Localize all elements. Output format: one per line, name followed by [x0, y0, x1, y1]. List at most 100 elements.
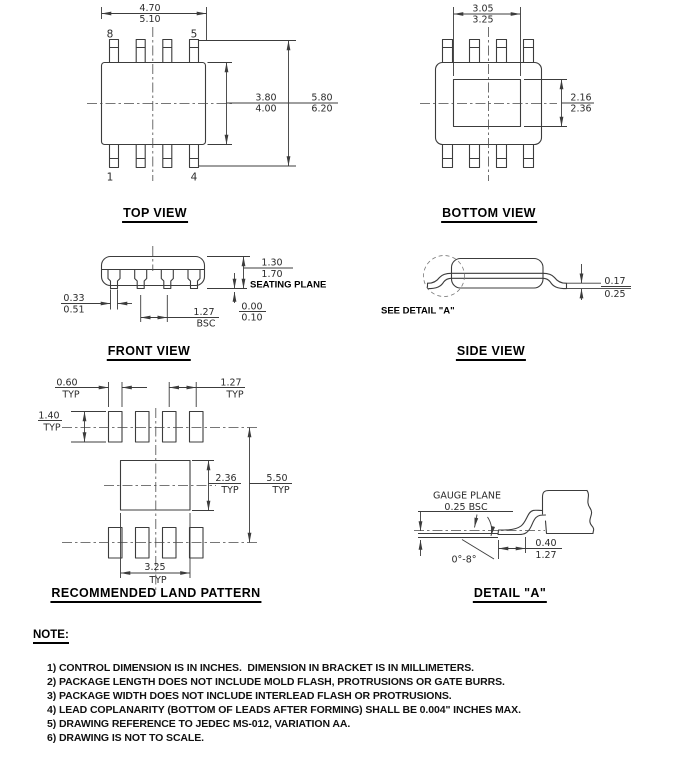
dim-height-max: 1.70	[261, 269, 282, 280]
dim-top-width-min: 4.70	[139, 3, 160, 14]
bottom-view-thermal-pad	[452, 78, 522, 128]
detail-a-seating-lines	[418, 533, 498, 538]
dim-detail-gauge-offset: GAUGE PLANE 0.25 BSC	[418, 491, 501, 556]
dim-top-body-max: 4.00	[255, 104, 276, 115]
typ-label-1: TYP	[61, 390, 80, 401]
dim-thickness-max: 0.25	[604, 289, 625, 300]
seating-plane-label: SEATING PLANE	[250, 280, 326, 291]
land-pattern-top-pads	[107, 410, 204, 443]
note-line: 1) CONTROL DIMENSION IS IN INCHES. DIMEN…	[47, 662, 474, 674]
typ-label-2: TYP	[225, 390, 244, 401]
front-view-title: FRONT VIEW	[106, 344, 192, 361]
top-view-drawing: 4.70 5.10 3.80 4.00 5.80 6.20 8 5 1 4	[87, 3, 338, 184]
dim-front-pitch: 1.27 BSC	[140, 295, 219, 330]
dim-height-min: 1.30	[261, 258, 282, 269]
dim-row-span: 5.50	[266, 473, 287, 484]
dim-detail-foot-length: 0.40 1.27	[498, 537, 562, 561]
typ-label-6: TYP	[148, 575, 167, 586]
dim-land-pad-width: 0.60 TYP	[55, 378, 147, 407]
land-pattern-centerlines	[62, 408, 257, 593]
gauge-plane-offset: 0.25 BSC	[444, 502, 488, 513]
top-view-centerlines	[87, 27, 232, 181]
dim-thickness-min: 0.17	[604, 276, 625, 287]
dim-top-width-max: 5.10	[139, 14, 160, 25]
front-view-body	[100, 255, 206, 287]
top-view-pins-lower	[108, 143, 200, 169]
pin-label-1: 1	[107, 172, 114, 184]
dim-land-pitch: 1.27 TYP	[168, 378, 245, 407]
notes-list: 1) CONTROL DIMENSION IS IN INCHES. DIMEN…	[47, 661, 521, 745]
bottom-view-pins-lower	[441, 143, 535, 169]
land-pattern-drawing: 0.60 TYP 1.27 TYP 1.40 TYP 2.36 TYP 5.50…	[38, 378, 292, 593]
top-view-title: TOP VIEW	[122, 206, 188, 223]
note-line: 4) LEAD COPLANARITY (BOTTOM OF LEADS AFT…	[47, 704, 521, 716]
dim-standoff-max: 0.10	[241, 313, 262, 324]
dim-land-center-pad-height: 2.36 TYP	[192, 460, 241, 511]
dim-foot-min: 0.40	[535, 538, 556, 549]
dim-center-pad-height: 2.36	[215, 473, 236, 484]
top-view-body	[100, 61, 207, 146]
dim-center-pad-width: 3.25	[144, 562, 165, 573]
bottom-view-title: BOTTOM VIEW	[441, 206, 537, 223]
dim-pad-height-min: 2.16	[570, 93, 591, 104]
typ-label-3: TYP	[42, 423, 61, 434]
bottom-view-pins-upper	[441, 38, 535, 64]
dim-foot-max: 1.27	[535, 550, 556, 561]
dim-pad-width-max: 3.25	[472, 15, 493, 26]
typ-label-4: TYP	[220, 485, 239, 496]
note-line: 3) PACKAGE WIDTH DOES NOT INCLUDE INTERL…	[47, 690, 452, 702]
dim-lead-width-min: 0.33	[63, 293, 84, 304]
bottom-view-centerlines	[420, 27, 557, 181]
dim-top-span-min: 5.80	[311, 93, 332, 104]
dim-top-body-min: 3.80	[255, 93, 276, 104]
land-pattern-title: RECOMMENDED LAND PATTERN	[50, 586, 262, 603]
dim-land-row-span: 5.50 TYP	[247, 427, 292, 543]
dim-land-pad-height: 1.40	[38, 411, 59, 422]
detail-a-body	[541, 489, 595, 535]
note-line: 5) DRAWING REFERENCE TO JEDEC MS-012, VA…	[47, 718, 351, 730]
dim-front-standoff: 0.00 0.10	[232, 273, 266, 324]
dim-land-center-pad-width: 3.25 TYP	[120, 513, 191, 586]
dim-pitch-value: 1.27	[193, 307, 214, 318]
dim-pitch-qualifier: BSC	[196, 319, 215, 330]
detail-a-drawing: GAUGE PLANE 0.25 BSC 0°-8° 0.40 1.27	[414, 489, 595, 566]
side-view-left-lead	[426, 272, 453, 290]
side-view-drawing: SEE DETAIL "A" 0.17 0.25	[381, 255, 631, 317]
detail-a-lead	[497, 509, 547, 536]
pin-label-5: 5	[191, 29, 198, 41]
dim-pad-height-max: 2.36	[570, 104, 591, 115]
dim-land-pad-width: 0.60	[56, 378, 77, 389]
land-pattern-bottom-pads	[107, 526, 204, 559]
detail-a-callout-circle	[423, 255, 465, 297]
dim-bottom-pad-height: 2.16 2.36	[524, 79, 594, 127]
dim-front-lead-width: 0.33 0.51	[61, 289, 132, 316]
notes-heading: NOTE:	[33, 629, 69, 644]
gauge-plane-label: GAUGE PLANE	[433, 491, 501, 502]
side-view-right-lead	[542, 272, 568, 290]
side-view-title: SIDE VIEW	[455, 344, 527, 361]
land-pattern-center-pad	[119, 459, 191, 511]
pin-label-4: 4	[191, 172, 198, 184]
dim-top-lead-span: 5.80 6.20	[199, 40, 338, 167]
dim-bottom-pad-width: 3.05 3.25	[453, 4, 521, 76]
dim-land-pitch: 1.27	[220, 378, 241, 389]
foot-angle-label: 0°-8°	[451, 555, 476, 566]
dim-top-body-height: 3.80 4.00	[207, 62, 291, 145]
front-view-drawing: 1.30 1.70 SEATING PLANE 0.00 0.10 0.33 0…	[61, 246, 326, 330]
dim-side-lead-thickness: 0.17 0.25	[567, 264, 631, 300]
dim-land-pad-height: 1.40 TYP	[38, 411, 106, 443]
dim-top-body-width: 4.70 5.10	[101, 3, 207, 40]
front-view-leads	[107, 268, 201, 290]
dim-top-span-max: 6.20	[311, 104, 332, 115]
note-line: 2) PACKAGE LENGTH DOES NOT INCLUDE MOLD …	[47, 676, 505, 688]
dim-detail-foot-angle: 0°-8°	[451, 514, 496, 566]
see-detail-a-label: SEE DETAIL "A"	[381, 306, 455, 317]
note-line: 6) DRAWING IS NOT TO SCALE.	[47, 732, 204, 744]
dim-lead-width-max: 0.51	[63, 305, 84, 316]
pin-label-8: 8	[107, 29, 114, 41]
dim-front-height: 1.30 1.70	[207, 256, 293, 289]
dim-standoff-min: 0.00	[241, 302, 262, 313]
side-view-leadframe-band	[450, 272, 544, 279]
top-view-pins-upper	[108, 38, 200, 64]
